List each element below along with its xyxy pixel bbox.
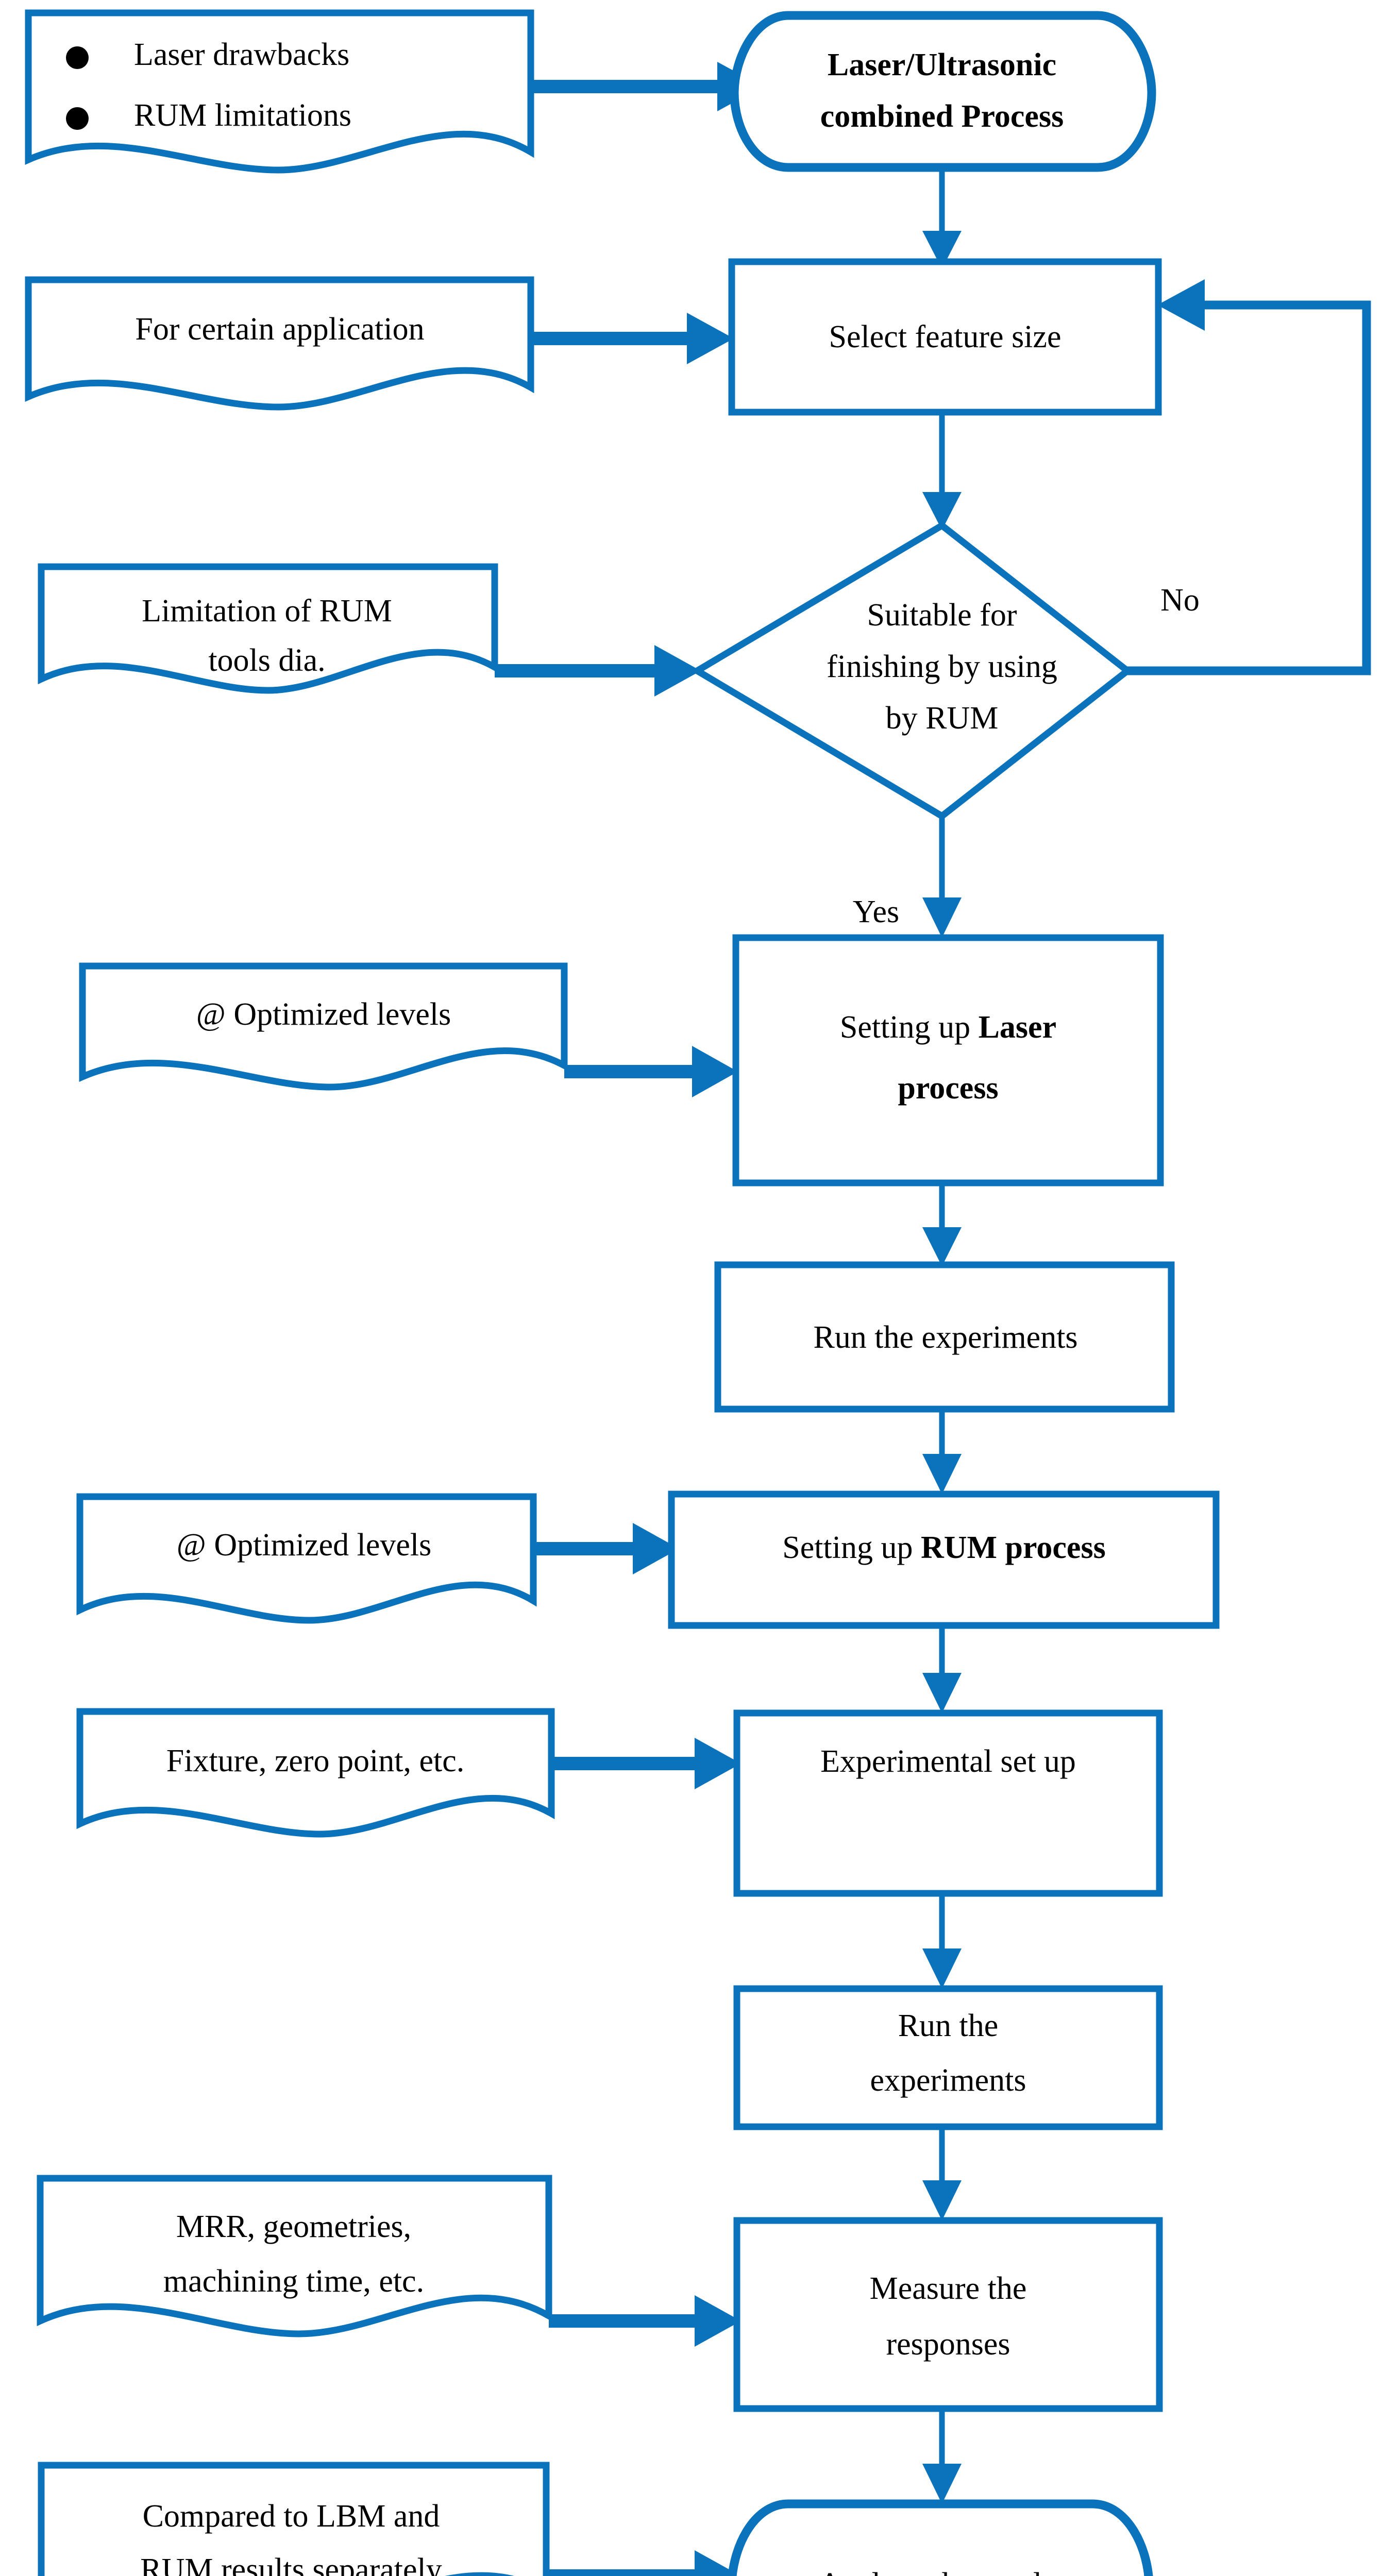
- mrr-note-line-2: machining time, etc.: [163, 2264, 424, 2299]
- setup-laser-plain: Setting up: [840, 1010, 979, 1045]
- select-feature-size-label: Select feature size: [829, 319, 1061, 354]
- edge-run2-to-measure: [922, 2127, 962, 2221]
- measure-responses-line-2: responses: [886, 2327, 1010, 2362]
- bullet-point-icon: [66, 46, 89, 69]
- node-inputs-note[interactable]: Laser drawbacks RUM limitations: [25, 9, 534, 174]
- node-setup-laser[interactable]: Setting up Laser process: [732, 934, 1164, 1187]
- optimized-levels-rum-label: @ Optimized levels: [177, 1528, 431, 1563]
- edge-run-to-setuprum: [922, 1409, 962, 1494]
- node-compare-note[interactable]: Compared to LBM and RUM results separate…: [38, 2462, 550, 2576]
- node-run-experiments-laser[interactable]: Run the experiments: [714, 1261, 1175, 1413]
- node-optimized-levels-rum[interactable]: @ Optimized levels: [76, 1493, 537, 1624]
- start-terminator-line-2: combined Process: [820, 99, 1064, 134]
- bullet-point-icon: [66, 107, 89, 130]
- edge-mrr-to-measure: [549, 2295, 741, 2347]
- measure-responses-line-1: Measure the: [870, 2271, 1027, 2306]
- node-setup-rum[interactable]: Setting up RUM process: [668, 1490, 1220, 1629]
- edge-yes-to-setup-laser: [922, 817, 962, 938]
- edge-inputs-to-start: [531, 62, 763, 111]
- node-analyze-results[interactable]: Analyze the results: [728, 2499, 1153, 2576]
- inputs-note-line-2: RUM limitations: [134, 98, 351, 133]
- node-application-note[interactable]: For certain application: [25, 276, 534, 411]
- setup-laser-line-1: Setting up Laser: [840, 1010, 1056, 1045]
- compare-note-line-1: Compared to LBM and: [143, 2499, 440, 2534]
- edge-no-feedback-loop: [1127, 279, 1371, 675]
- edge-setuplaser-to-run: [922, 1183, 962, 1266]
- setup-rum-label: Setting up RUM process: [782, 1530, 1105, 1565]
- rum-tool-note-line-2: tools dia.: [208, 643, 325, 678]
- node-start-terminator[interactable]: Laser/Ultrasonic combined Process: [730, 11, 1156, 172]
- decision-line-1: Suitable for: [867, 598, 1017, 633]
- edge-application-to-select: [531, 313, 734, 364]
- node-fixture-note[interactable]: Fixture, zero point, etc.: [76, 1708, 555, 1838]
- edge-setuprum-to-expsetup: [922, 1625, 962, 1713]
- mrr-note-line-1: MRR, geometries,: [176, 2209, 411, 2244]
- setup-rum-bold: RUM process: [921, 1530, 1106, 1565]
- node-decision-suitable[interactable]: Suitable for finishing by using by RUM: [690, 521, 1133, 820]
- inputs-note-line-1: Laser drawbacks: [134, 37, 349, 72]
- edge-select-to-decision: [922, 412, 962, 530]
- run-experiments-laser-label: Run the experiments: [813, 1320, 1077, 1355]
- decision-line-2: finishing by using: [827, 649, 1057, 684]
- edge-fixture-to-expsetup: [551, 1738, 741, 1789]
- run-experiments-rum-line-1: Run the: [898, 2008, 999, 2043]
- setup-rum-plain: Setting up: [782, 1530, 921, 1565]
- edge-measure-to-analyze: [922, 2409, 962, 2504]
- node-mrr-note[interactable]: MRR, geometries, machining time, etc.: [37, 2175, 552, 2337]
- experimental-setup-label: Experimental set up: [820, 1744, 1076, 1779]
- optimized-levels-laser-label: @ Optimized levels: [196, 997, 451, 1032]
- edge-optlevels-to-setup-laser: [564, 1046, 738, 1097]
- node-optimized-levels-laser[interactable]: @ Optimized levels: [79, 962, 568, 1091]
- edge-expsetup-to-run2: [922, 1893, 962, 1989]
- setup-laser-bold: Laser: [979, 1010, 1057, 1045]
- edge-start-to-select: [922, 166, 962, 269]
- node-select-feature-size[interactable]: Select feature size: [728, 258, 1162, 416]
- run-experiments-rum-line-2: experiments: [870, 2063, 1026, 2098]
- decision-line-3: by RUM: [886, 701, 999, 736]
- application-note-label: For certain application: [135, 312, 424, 347]
- fixture-note-label: Fixture, zero point, etc.: [166, 1743, 465, 1778]
- setup-laser-line-2: process: [898, 1071, 998, 1106]
- edge-compare-to-analyze: [546, 2550, 741, 2576]
- rum-tool-note-line-1: Limitation of RUM: [142, 594, 392, 629]
- start-terminator-line-1: Laser/Ultrasonic: [828, 47, 1056, 82]
- node-run-experiments-rum[interactable]: Run the experiments: [733, 1985, 1163, 2130]
- connectors: [495, 62, 1371, 2576]
- edge-label-no: No: [1160, 583, 1200, 618]
- edge-optlevels2-to-setuprum: [533, 1523, 679, 1574]
- edge-rumtools-to-decision: [495, 645, 701, 697]
- edge-label-yes: Yes: [853, 894, 899, 929]
- compare-note-line-2: RUM results separately: [140, 2552, 442, 2576]
- node-experimental-setup[interactable]: Experimental set up: [733, 1709, 1163, 1897]
- analyze-results-label: Analyze the results: [818, 2567, 1063, 2576]
- node-measure-responses[interactable]: Measure the responses: [733, 2217, 1163, 2412]
- node-rum-tool-note[interactable]: Limitation of RUM tools dia.: [38, 563, 498, 694]
